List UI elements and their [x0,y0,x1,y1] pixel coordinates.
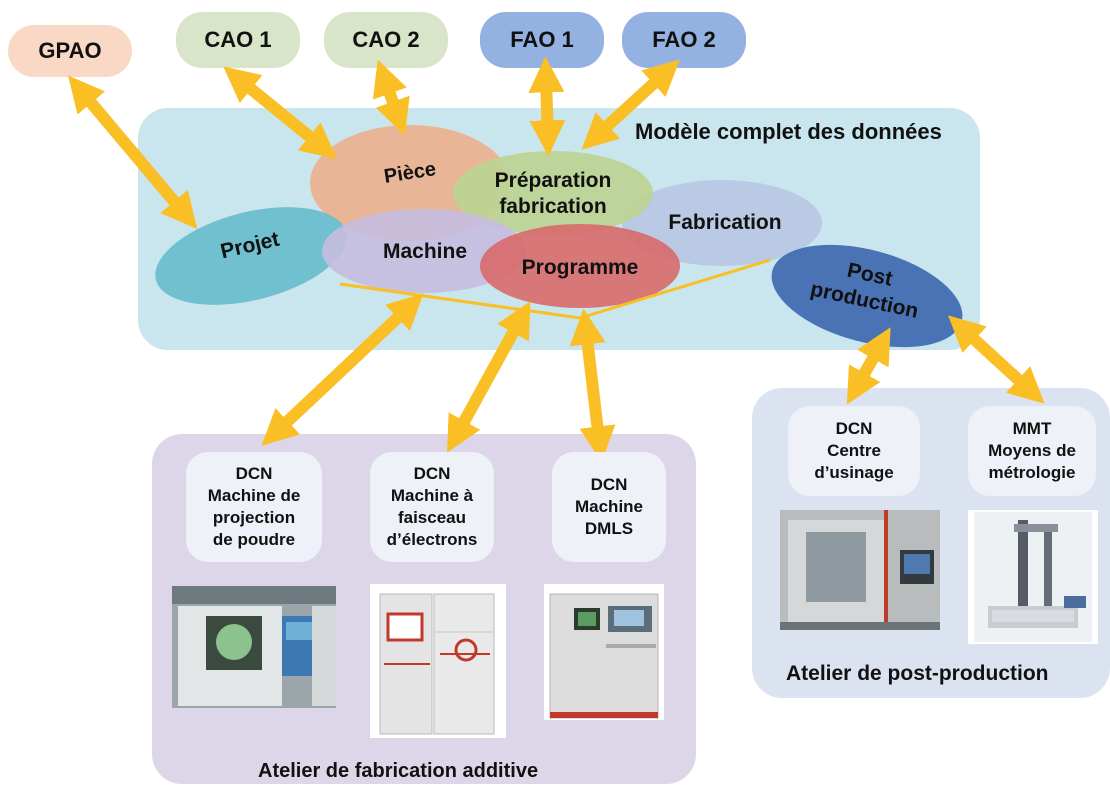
arrow-gpao-projet [68,75,198,230]
programme-label: Programme [521,256,639,279]
machine1-line1: DCN [235,464,273,483]
usinage-line3: d’usinage [814,463,894,482]
gpao-box: GPAO [8,25,132,77]
arrow-post-usinage [846,327,891,405]
preparation-label: Préparation fabrication [463,168,643,220]
machine1-line4: de poudre [212,530,296,549]
machine-card-powder-projection: DCN Machine de projection de poudre [186,452,322,562]
programme-ellipse [480,224,680,308]
machine3-line1: DCN [590,475,628,494]
machine2-line4: d’électrons [386,530,478,549]
arrow-post-mmt [948,315,1045,404]
mmt-line2: Moyens de [988,441,1076,460]
arrow-machine2 [447,301,531,453]
machine-card-metrology: MMT Moyens de métrologie [968,406,1096,496]
arrow-fao1-preparation [528,56,566,157]
data-model-title: Modèle complet des données [635,119,942,144]
arrow-fao2-preparation [581,59,680,150]
fao1-label: FAO 1 [510,27,574,52]
machine-label: Machine [382,240,468,263]
electron-beam-machine-photo [370,584,506,738]
mmt-line1: MMT [1012,419,1052,438]
mmt-line3: métrologie [988,463,1076,482]
additive-workshop-title: Atelier de fabrication additive [258,760,539,782]
post-production-workshop-title: Atelier de post-production [786,662,1049,685]
machine2-line2: Machine à [390,486,474,505]
machine2-line3: faisceau [397,508,467,527]
cao1-label: CAO 1 [204,27,272,52]
usinage-line1: DCN [835,419,873,438]
fabrication-ellipse [622,180,822,266]
usinage-line2: Centre [827,441,881,460]
projet-ellipse [155,207,347,305]
metrology-machine-photo [968,510,1098,644]
machine1-line3: projection [212,508,296,527]
fao2-label: FAO 2 [652,27,716,52]
arrow-machine3 [569,308,616,463]
machine-ellipse [322,209,526,293]
machine3-line3: DMLS [584,519,634,538]
machine2-line1: DCN [413,464,451,483]
preparation-ellipse [453,151,653,235]
fabrication-label: Fabrication [668,211,782,234]
arrow-machine1 [261,293,424,446]
preparation-line1: Préparation [494,169,612,192]
powder-projection-machine-photo [172,586,336,708]
machine-card-dmls: DCN Machine DMLS [552,452,666,562]
cao1-box: CAO 1 [176,12,300,68]
machine-card-electron-beam: DCN Machine à faisceau d’électrons [370,452,494,562]
post-production-ellipse [771,244,963,348]
machining-center-photo [780,510,940,630]
gpao-label: GPAO [38,38,102,63]
dmls-machine-photo [544,584,664,720]
cao2-box: CAO 2 [324,12,448,68]
machine-card-machining-center: DCN Centre d’usinage [788,406,920,496]
arrow-cao1-piece [223,66,338,160]
cao2-label: CAO 2 [352,27,420,52]
preparation-line2: fabrication [499,195,607,218]
machine3-line2: Machine [574,497,644,516]
arrow-cao2-piece [372,59,410,136]
machine1-line2: Machine de [207,486,301,505]
fao2-box: FAO 2 [622,12,746,68]
